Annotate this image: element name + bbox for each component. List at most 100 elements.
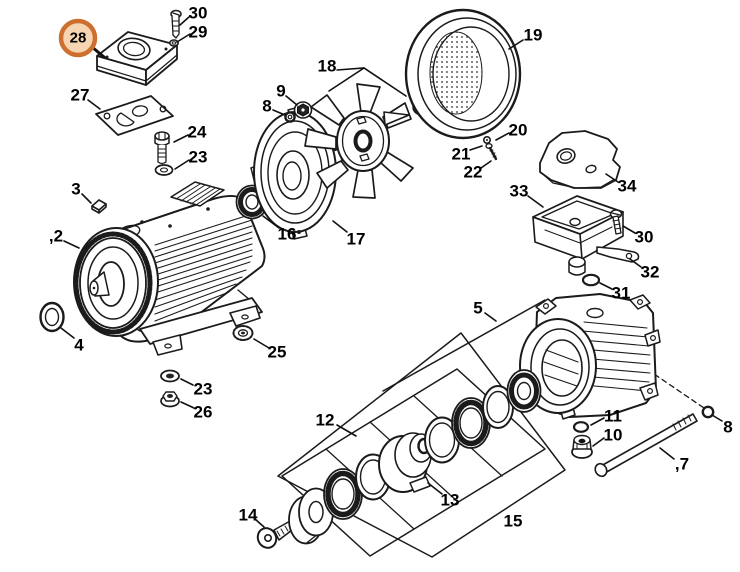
part-label-13[interactable]: 13 <box>441 491 460 510</box>
part-label-5[interactable]: 5 <box>473 299 482 318</box>
selected-part-highlight-ring[interactable] <box>58 18 98 58</box>
leader-line-27 <box>87 99 101 110</box>
callout-34: 34 <box>605 173 637 196</box>
leader-line-25 <box>253 338 270 349</box>
fastener-20-21-22-drawing <box>482 136 498 161</box>
kit-frame-12 <box>281 368 546 557</box>
pump-housing-drawing <box>519 293 661 420</box>
part-label-12[interactable]: 12 <box>316 411 335 430</box>
leader-line-29 <box>176 33 191 43</box>
part-label-18[interactable]: 18 <box>318 57 337 76</box>
part-label-17[interactable]: 17 <box>347 230 366 249</box>
part-label-34[interactable]: 34 <box>618 177 637 196</box>
part-label-23-bottom[interactable]: 23 <box>194 380 213 399</box>
leader-line-11 <box>590 417 605 426</box>
fan-washer-8-drawing <box>284 111 296 123</box>
part-label-7[interactable]: ,7 <box>675 455 689 474</box>
part-label-27[interactable]: 27 <box>71 86 90 105</box>
part-label-20[interactable]: 20 <box>509 121 528 140</box>
ring-drawing <box>482 385 514 429</box>
motor-front-stator <box>73 227 159 337</box>
key-3-drawing <box>91 199 107 214</box>
leader-line-26 <box>180 401 195 409</box>
part-label-2[interactable]: ,2 <box>49 227 63 246</box>
leader-line-23-top <box>174 159 190 170</box>
callout-28: 28 <box>58 18 106 59</box>
callout-31: 31 <box>599 282 631 303</box>
part-label-28[interactable]: 28 <box>70 30 87 47</box>
pump-housing-top-oval <box>586 307 604 319</box>
callout-4: 4 <box>60 327 84 355</box>
part-label-4[interactable]: 4 <box>74 336 84 355</box>
part-label-26[interactable]: 26 <box>194 403 213 422</box>
callout-5: 5 <box>473 299 497 322</box>
part-label-15[interactable]: 15 <box>504 512 523 531</box>
leader-line-17 <box>332 220 348 233</box>
washer-29-drawing <box>169 39 180 47</box>
callout-2: ,2 <box>49 227 80 249</box>
part-label-10[interactable]: 10 <box>604 426 623 445</box>
part-label-8-right[interactable]: 8 <box>723 418 732 437</box>
part-label-25[interactable]: 25 <box>268 343 287 362</box>
gasket-27-drawing <box>95 95 174 136</box>
callout-18: 18 <box>318 57 407 97</box>
part-label-9[interactable]: 9 <box>276 82 285 101</box>
part-label-3[interactable]: 3 <box>71 180 80 199</box>
callout-20: 20 <box>495 121 528 141</box>
part-label-14[interactable]: 14 <box>239 506 258 525</box>
leader-line-22 <box>480 160 492 169</box>
plug-10-drawing <box>571 434 593 459</box>
part-label-23-top[interactable]: 23 <box>189 148 208 167</box>
motor-housing-drawing <box>73 181 266 356</box>
leader-line-12 <box>336 424 357 437</box>
leader-line-8-left <box>272 109 286 116</box>
seal-kit-stack <box>256 369 542 549</box>
callout-17: 17 <box>332 220 366 249</box>
oring-11-drawing <box>572 421 590 433</box>
part-label-22[interactable]: 22 <box>464 163 483 182</box>
fan-housing-mesh <box>429 31 483 115</box>
callout-23-top: 23 <box>174 148 208 170</box>
bolt-7-drawing <box>594 413 698 478</box>
part-label-31[interactable]: 31 <box>612 284 631 303</box>
oring-8-right-drawing <box>701 405 715 419</box>
callout-23-bottom: 23 <box>180 378 213 399</box>
switch-box-33-drawing <box>532 195 624 276</box>
callout-26: 26 <box>180 401 213 422</box>
ring-drawing <box>424 416 460 464</box>
callout-29: 29 <box>176 23 208 43</box>
part-label-16[interactable]: 16 <box>278 225 297 244</box>
callout-21: 21 <box>452 145 483 164</box>
leader-line-5 <box>484 312 497 322</box>
callout-13: 13 <box>427 482 460 510</box>
leader-line-30-top <box>179 16 190 26</box>
part-label-21[interactable]: 21 <box>452 145 471 164</box>
part-label-30-top[interactable]: 30 <box>189 4 208 23</box>
nut-26-drawing <box>160 391 180 408</box>
leader-line-2 <box>63 240 80 249</box>
leader-line-16 <box>262 215 280 229</box>
part-label-33[interactable]: 33 <box>510 182 529 201</box>
part-label-24[interactable]: 24 <box>188 123 207 142</box>
part-label-11[interactable]: 11 <box>604 407 622 426</box>
part-label-32[interactable]: 32 <box>641 263 660 282</box>
part-label-19[interactable]: 19 <box>524 26 543 45</box>
part-label-30-right[interactable]: 30 <box>635 228 654 247</box>
fan-nut-9-drawing <box>293 101 313 119</box>
part-label-8-left[interactable]: 8 <box>262 97 271 116</box>
lever-32-drawing <box>596 246 640 263</box>
leader-line-8-right <box>711 414 723 422</box>
part-label-29[interactable]: 29 <box>189 23 208 42</box>
callout-9: 9 <box>276 82 298 106</box>
leader-line-19 <box>508 39 524 50</box>
leader-line-10 <box>592 437 605 447</box>
fan-housing-drawing <box>404 8 522 140</box>
leader-line-13 <box>427 482 443 495</box>
leader-line-21 <box>469 145 483 151</box>
callout-10: 10 <box>592 426 623 447</box>
leader-line-14 <box>254 518 265 528</box>
cover-34-drawing <box>539 130 621 189</box>
